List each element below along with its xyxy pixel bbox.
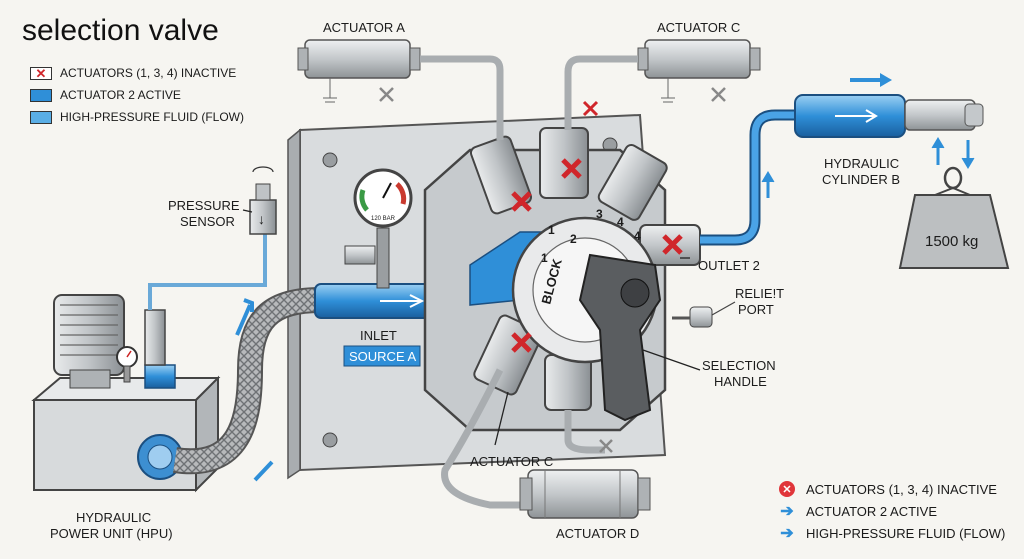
hydraulic-cylinder-label: HYDRAULIC <box>824 156 899 171</box>
relief-port-label: PORT <box>738 302 774 317</box>
actuator-c-top <box>564 39 761 130</box>
legend-item-active: ➔ ACTUATOR 2 ACTIVE <box>776 500 1005 522</box>
dial-number: 2 <box>570 232 577 246</box>
legend-item-inactive: ✕ ACTUATORS (1, 3, 4) INACTIVE <box>30 62 244 84</box>
legend-label: HIGH-PRESSURE FLUID (FLOW) <box>806 525 1006 541</box>
actuator-c-top-label: ACTUATOR C <box>657 20 740 35</box>
dial-number: 1 <box>548 223 555 237</box>
actuator-a <box>297 39 504 140</box>
inactive-x-icon <box>582 100 599 117</box>
relief-port <box>672 301 736 328</box>
relief-port-label: RELIE!T <box>735 286 784 301</box>
outlet-2-label: OUTLET 2 <box>698 258 760 273</box>
dial-number: 1 <box>541 251 548 265</box>
blue-swatch-icon <box>30 88 52 102</box>
dial-number: 4 <box>617 215 624 229</box>
hydraulic-power-unit <box>31 294 221 493</box>
inactive-x-icon <box>662 234 683 255</box>
legend-label: ACTUATORS (1, 3, 4) INACTIVE <box>60 66 237 80</box>
inactive-x-icon <box>511 332 532 353</box>
red-circle-x-icon: ✕ <box>776 481 798 497</box>
blue-arrow-icon: ➔ <box>780 503 794 520</box>
pressure-sensor-label: PRESSURE <box>168 198 240 213</box>
pressure-sensor-label: SENSOR <box>180 214 235 229</box>
flow-arrow <box>253 460 274 482</box>
hpu-label: POWER UNIT (HPU) <box>50 526 173 541</box>
hydraulic-cylinder-label: CYLINDER B <box>822 172 900 187</box>
hpu-label: HYDRAULIC <box>76 510 151 525</box>
legend-label: ACTUATORS (1, 3, 4) INACTIVE <box>806 481 997 497</box>
legend-top: ✕ ACTUATORS (1, 3, 4) INACTIVE ACTUATOR … <box>30 62 244 128</box>
dial-number: 4 <box>634 229 641 243</box>
red-x-icon: ✕ <box>30 66 52 80</box>
blue-arrow-icon: ➔ <box>780 525 794 542</box>
svg-text:↓: ↓ <box>258 211 265 227</box>
pressure-sensor: ↓ <box>249 166 277 235</box>
legend-item-flow: HIGH-PRESSURE FLUID (FLOW) <box>30 106 244 128</box>
braided-hose <box>173 289 321 473</box>
dial-number: 3 <box>596 207 603 221</box>
legend-item-active: ACTUATOR 2 ACTIVE <box>30 84 244 106</box>
flow-arrow-head <box>243 298 254 312</box>
legend-label: ACTUATOR 2 ACTIVE <box>60 88 181 102</box>
page-title: selection valve <box>22 14 219 47</box>
pressure-gauge: 120 BAR <box>344 168 413 289</box>
inactive-markers <box>511 100 683 353</box>
weight-label: 1500 kg <box>925 233 978 250</box>
actuator-c-bottom-label: ACTUATOR C <box>470 454 553 469</box>
pressure-line <box>148 230 267 310</box>
inlet-label: INLET <box>360 328 397 343</box>
legend-bottom: ✕ ACTUATORS (1, 3, 4) INACTIVE ➔ ACTUATO… <box>776 478 1005 544</box>
actuator-d-label: ACTUATOR D <box>556 526 639 541</box>
hydraulic-cylinder-b <box>794 94 1010 269</box>
actuator-d <box>441 368 651 519</box>
source-a-badge <box>343 345 421 367</box>
source-a-label: SOURCE A <box>349 349 417 364</box>
labels: ACTUATOR A ACTUATOR C PRESSURE SENSOR HY… <box>50 20 978 541</box>
legend-label: ACTUATOR 2 ACTIVE <box>806 503 937 519</box>
leader-lines <box>242 209 701 446</box>
legend-item-flow: ➔ HIGH-PRESSURE FLUID (FLOW) <box>776 522 1005 544</box>
outlet-2-line <box>700 73 892 246</box>
actuator-a-label: ACTUATOR A <box>323 20 405 35</box>
inactive-x-icon <box>511 191 532 212</box>
selection-handle-label: HANDLE <box>714 374 767 389</box>
legend-item-inactive: ✕ ACTUATORS (1, 3, 4) INACTIVE <box>776 478 1005 500</box>
legend-label: HIGH-PRESSURE FLUID (FLOW) <box>60 110 245 124</box>
gauge-reading: 120 BAR <box>371 216 396 222</box>
selection-handle-label: SELECTION <box>702 358 776 373</box>
light-blue-swatch-icon <box>30 110 52 124</box>
flow-arrow <box>235 304 252 336</box>
valve-body: 1 2 3 4 4 1 BLOCK <box>423 127 701 432</box>
inactive-x-icon <box>561 158 582 179</box>
